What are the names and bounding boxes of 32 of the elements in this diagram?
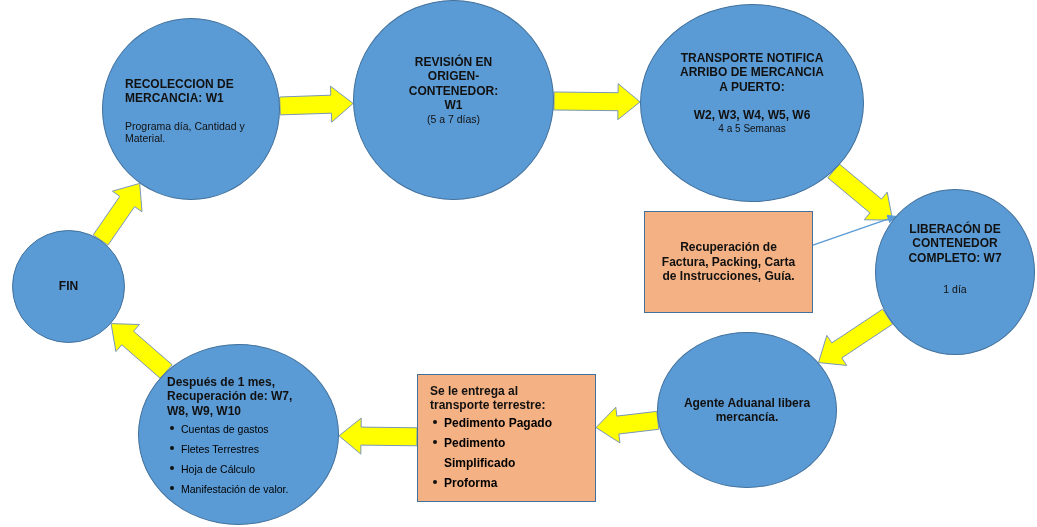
bullet-item: Pedimento Simplificado (444, 436, 516, 471)
node-title: Se le entrega al transporte terrestre: (430, 383, 547, 413)
block-arrow (279, 85, 354, 123)
bullet-item: Manifestación de valor. (181, 483, 289, 496)
node-title: LIBERACÓN DE CONTENEDOR COMPLETO: W7 (907, 222, 1003, 266)
block-arrow (110, 323, 173, 379)
block-arrow (553, 83, 641, 121)
node-title: Recuperación de Factura, Packing, Carta de Instrucciones, Guía. (660, 240, 797, 284)
bullet-item: Pedimento Pagado (444, 416, 553, 431)
node-text: 1 día (942, 283, 968, 296)
block-arrow (338, 417, 418, 455)
block-arrow (92, 182, 143, 246)
node-title: REVISIÓN EN ORIGEN-CONTENEDOR: W1 (407, 55, 500, 113)
bullet-item: Proforma (444, 476, 498, 491)
node-title: RECOLECCION DE MERCANCIA: W1 (125, 77, 235, 106)
node-title: TRANSPORTE NOTIFICA ARRIBO DE MERCANCIA A PUERTO: (679, 51, 825, 95)
arrow (812, 214, 897, 246)
bullet-item: Hoja de Cálculo (181, 463, 256, 476)
node-title: Después de 1 mes, Recuperación de: W7, W8, W9, W10 (167, 375, 294, 419)
node-text: W2, W3, W4, W5, W6 (692, 108, 812, 123)
node-text: (5 a 7 días) (425, 112, 482, 126)
node-text: Programa día, Cantidad y Material. (125, 119, 246, 145)
note-box (644, 211, 813, 313)
node-title: FIN (57, 279, 80, 294)
block-arrow (595, 406, 660, 444)
bullet-item: Fletes Terrestres (181, 443, 259, 456)
bullet-item: Cuentas de gastos (181, 423, 269, 436)
node-text: 4 a 5 Semanas (717, 122, 787, 135)
block-arrow (827, 163, 894, 221)
note-box (417, 374, 596, 502)
node-title: Agente Aduanal libera mercancía. (682, 395, 812, 425)
block-arrow (818, 308, 894, 366)
